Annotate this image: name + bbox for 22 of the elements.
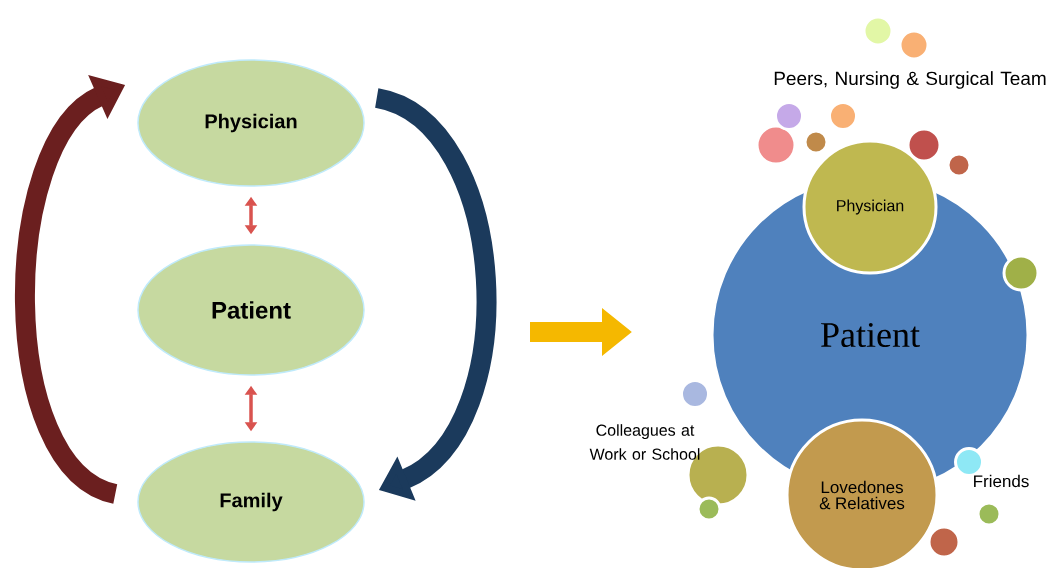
text-label: Colleagues at Work or School <box>589 424 700 460</box>
circle-node <box>803 129 829 155</box>
circle-node <box>1002 254 1040 292</box>
circle-node <box>755 124 797 166</box>
circle-node <box>946 152 972 178</box>
text-label: Peers, Nursing & Surgical Team <box>774 71 1046 89</box>
oval-node: Family <box>137 441 365 563</box>
circle-node <box>898 29 930 61</box>
oval-node: Patient <box>137 244 365 376</box>
circle-node <box>680 379 710 409</box>
text-label: Friends <box>974 474 1029 488</box>
circle-node <box>862 15 894 47</box>
circle-node: Lovedones & Relatives <box>785 418 939 568</box>
circle-node <box>774 101 804 131</box>
arrow <box>373 88 496 501</box>
circle-node <box>906 127 942 163</box>
oval-node: Physician <box>137 59 365 187</box>
circle-node <box>927 525 961 559</box>
circle-node <box>976 501 1002 527</box>
circle-node <box>828 101 858 131</box>
circle-node: Physician <box>802 139 938 275</box>
circle-node <box>696 496 722 522</box>
